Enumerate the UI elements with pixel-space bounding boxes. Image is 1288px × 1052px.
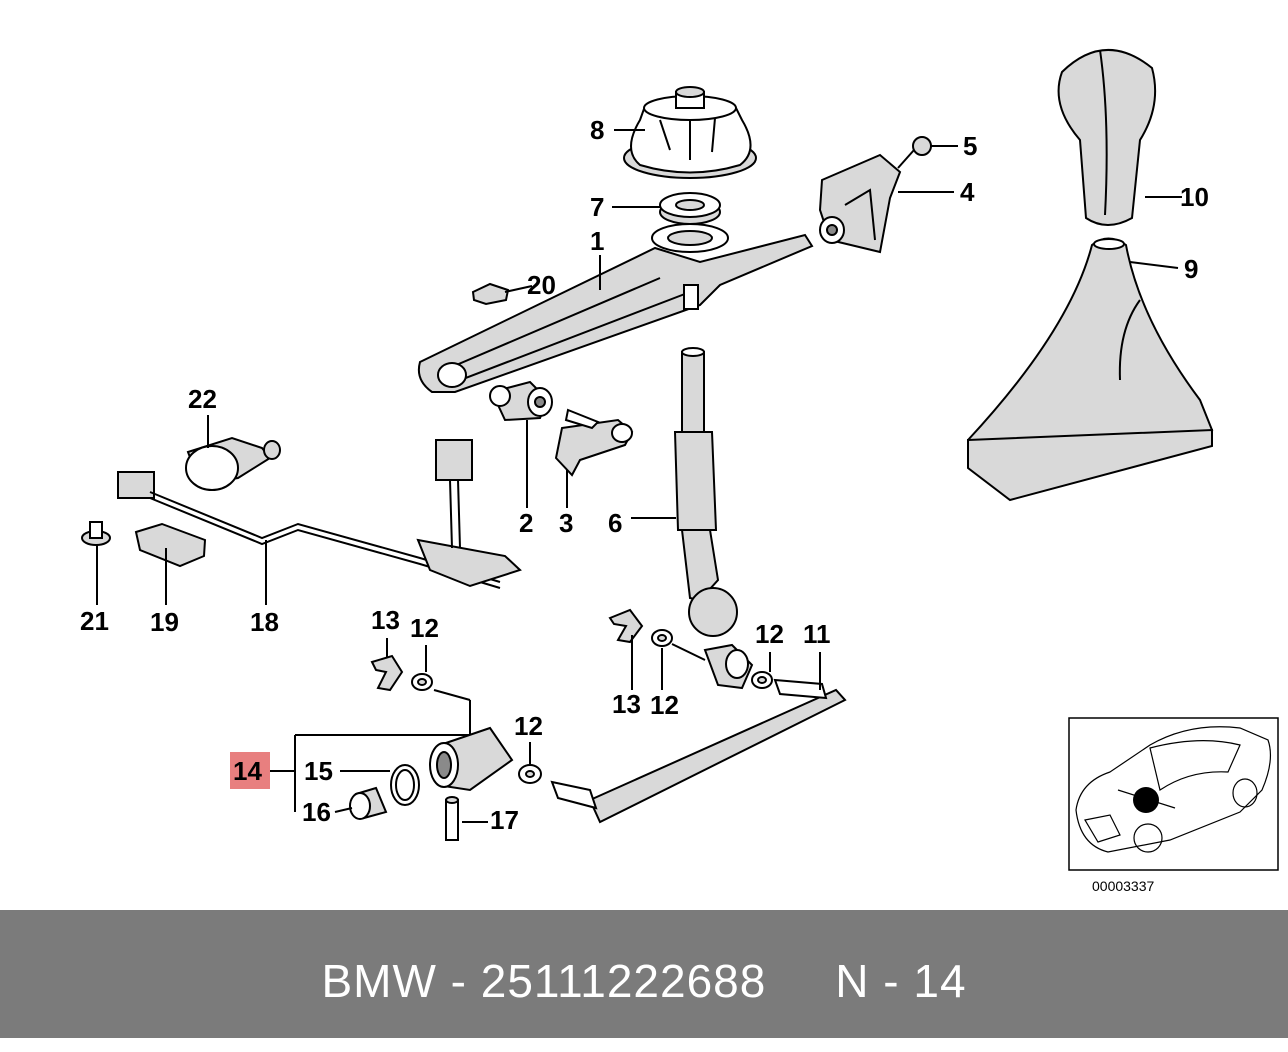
part-18-cable: [117, 439, 522, 589]
footer-ref-number: 14: [913, 955, 967, 1007]
callout-19: 19: [150, 607, 179, 637]
footer-separator: -: [450, 955, 467, 1007]
callout-10: 10: [1180, 182, 1209, 212]
part-19-holder: [134, 522, 207, 568]
car-locator-inset: 00003337: [1068, 717, 1279, 894]
part-21-push-clip: [81, 521, 111, 546]
footer-part-number: 25111222688: [480, 955, 767, 1007]
callout-11: 11: [803, 619, 831, 649]
part-4-bracket: [818, 153, 902, 254]
callout-3: 3: [559, 508, 573, 538]
footer-brand: BMW: [321, 955, 437, 1007]
parts-diagram: 8 7 1 20 5 4 10 9 22 2 3 6 21 19 18 13 1…: [80, 48, 1279, 894]
footer-ref-prefix: N: [835, 955, 870, 1007]
part-15-ring: [390, 764, 420, 806]
callout-8: 8: [590, 115, 604, 145]
callout-22: 22: [188, 384, 217, 414]
part-6-selector-rod: [673, 347, 754, 690]
callout-2: 2: [519, 508, 533, 538]
callout-labels: 8 7 1 20 5 4 10 9 22 2 3 6 21 19 18 13 1…: [80, 115, 1209, 835]
part-3-holder: [554, 408, 634, 477]
callout-7: 7: [590, 192, 604, 222]
part-20-clip: [471, 282, 510, 306]
part-9-shift-boot: [967, 237, 1214, 502]
callout-5: 5: [963, 131, 977, 161]
callout-12-center: 12: [514, 711, 543, 741]
location-marker: [1133, 787, 1159, 813]
callout-15: 15: [304, 756, 333, 786]
callout-12-upper-right: 12: [755, 619, 784, 649]
footer-bar: BMW - 25111222688 N - 14: [0, 910, 1288, 1038]
leader-lines: [96, 129, 1182, 823]
part-14-bearing: [429, 726, 514, 792]
part-22-switch: [185, 436, 281, 491]
callout-20: 20: [527, 270, 556, 300]
callout-13-left: 13: [371, 605, 400, 635]
footer-caption: BMW - 25111222688 N - 14: [0, 910, 1288, 1038]
part-17-pin: [445, 796, 459, 841]
callout-12-left: 12: [410, 613, 439, 643]
callout-1: 1: [590, 226, 604, 256]
part-12-washers: [411, 629, 773, 784]
footer-ref-separator: -: [883, 955, 900, 1007]
part-16-bushing: [349, 786, 388, 820]
part-5-nut: [897, 136, 932, 169]
callout-13-right: 13: [612, 689, 641, 719]
callout-17: 17: [490, 805, 519, 835]
callout-14: 14: [233, 756, 262, 786]
part-7-ring: [659, 192, 721, 225]
part-10-knob: [1057, 48, 1157, 226]
part-2-bushing: [489, 380, 553, 422]
callout-4: 4: [960, 177, 975, 207]
highlight-box: [230, 752, 270, 789]
callout-9: 9: [1184, 254, 1198, 284]
callout-18: 18: [250, 607, 279, 637]
callout-6: 6: [608, 508, 622, 538]
callout-21: 21: [80, 606, 109, 636]
inset-code: 00003337: [1092, 878, 1155, 894]
part-1-lever-arm: [417, 223, 814, 393]
part-11-shift-rod: [550, 678, 847, 824]
part-13-clips: [370, 608, 644, 692]
callout-12-lower-right: 12: [650, 690, 679, 720]
callout-16: 16: [302, 797, 331, 827]
part-8-boot: [623, 86, 757, 179]
